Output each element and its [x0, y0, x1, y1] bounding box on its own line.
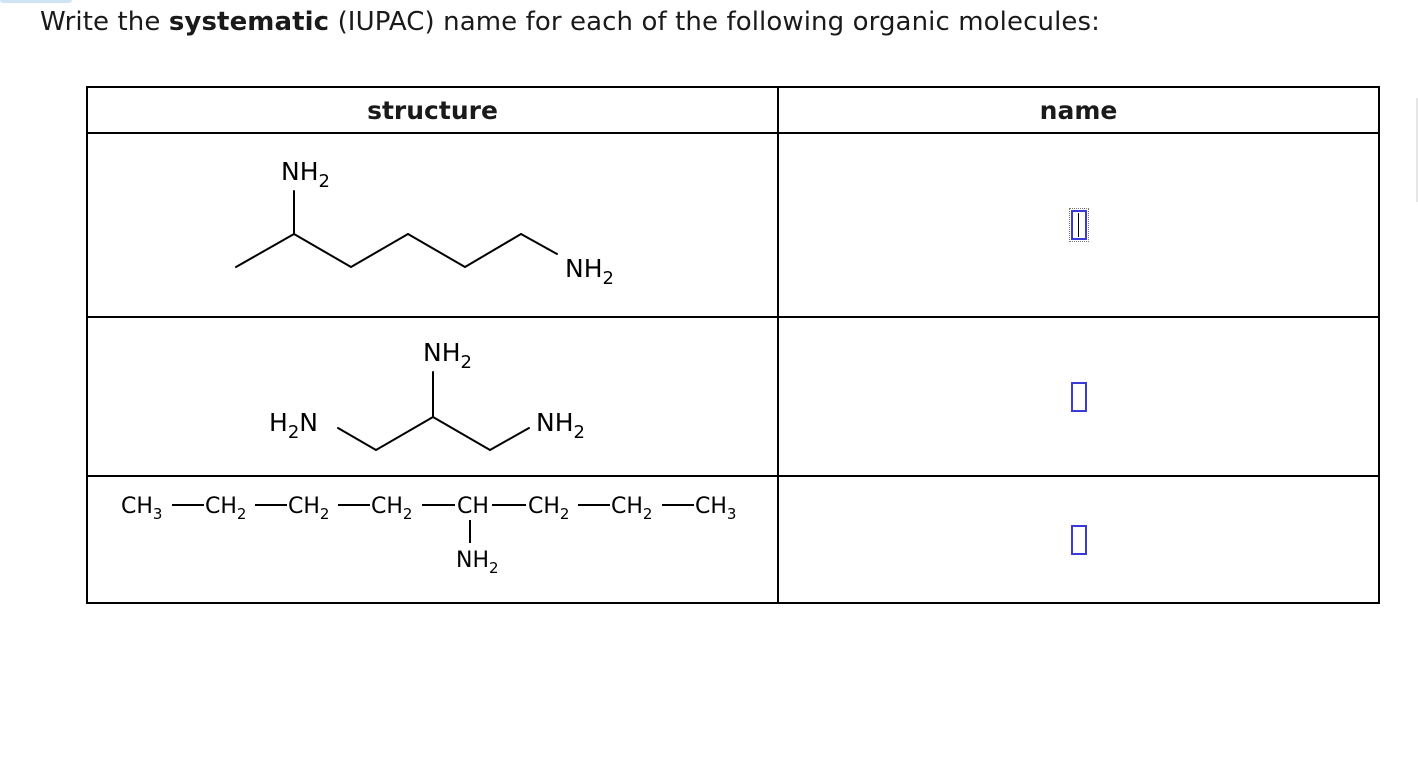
top-tab-indicator — [0, 0, 72, 3]
chain-group: CH2 — [371, 494, 412, 523]
bond — [293, 233, 352, 268]
name-column-header: name — [777, 86, 1380, 134]
chain-group: CH3 — [695, 494, 736, 523]
prompt-text-start: Write the — [40, 7, 169, 37]
structure-cell: NH2 H2N NH2 — [86, 316, 779, 477]
chain-group: CH2 — [288, 494, 329, 523]
table-row: CH3 CH2 CH2 CH2 CH CH2 CH2 CH3 NH2 — [86, 475, 1380, 604]
chain-group: CH3 — [121, 494, 162, 523]
prompt-text-end: (IUPAC) name for each of the following o… — [329, 7, 1100, 37]
chain-group: CH2 — [205, 494, 246, 523]
structure-cell: NH2 NH2 — [86, 132, 779, 318]
table-header-row: structure name — [86, 86, 1380, 134]
bond — [350, 233, 409, 268]
amine-label: NH2 — [423, 338, 472, 373]
structure-column-header: structure — [86, 86, 779, 134]
answer-cell — [777, 132, 1380, 318]
table-row: NH2 NH2 — [86, 132, 1380, 318]
amine-label: NH2 — [281, 157, 330, 192]
bond — [375, 416, 434, 451]
chain-group: CH2 — [611, 494, 652, 523]
answer-cell — [777, 475, 1380, 604]
bond — [337, 427, 377, 451]
amine-label: NH2 — [536, 408, 585, 443]
molecule-1-structure: NH2 NH2 — [235, 157, 614, 289]
molecule-2-structure: NH2 H2N NH2 — [269, 338, 585, 451]
chain-group: CH — [457, 494, 489, 519]
question-prompt: Write the systematic (IUPAC) name for ea… — [40, 7, 1100, 37]
structure-cell: CH3 CH2 CH2 CH2 CH CH2 CH2 CH3 NH2 — [86, 475, 779, 604]
substituent-group: NH2 — [456, 548, 499, 577]
scroll-edge — [1416, 98, 1418, 202]
bond — [489, 427, 530, 451]
prompt-text-bold: systematic — [168, 7, 330, 37]
answer-input-1[interactable] — [1068, 208, 1089, 242]
molecule-3-structure: CH3 CH2 CH2 CH2 CH CH2 CH2 CH3 NH2 — [121, 494, 736, 577]
molecule-table: structure name NH2 NH2 — [86, 86, 1380, 604]
table-row: NH2 H2N NH2 — [86, 316, 1380, 477]
bond — [520, 233, 558, 255]
bond — [235, 233, 295, 268]
bond — [407, 233, 466, 268]
chain-group: CH2 — [528, 494, 569, 523]
bond — [432, 416, 491, 451]
answer-cell — [777, 316, 1380, 477]
answer-input-3[interactable] — [1070, 524, 1087, 555]
bond — [464, 233, 522, 268]
amine-label: H2N — [269, 408, 318, 443]
answer-input-2[interactable] — [1070, 381, 1087, 412]
amine-label: NH2 — [565, 254, 614, 289]
